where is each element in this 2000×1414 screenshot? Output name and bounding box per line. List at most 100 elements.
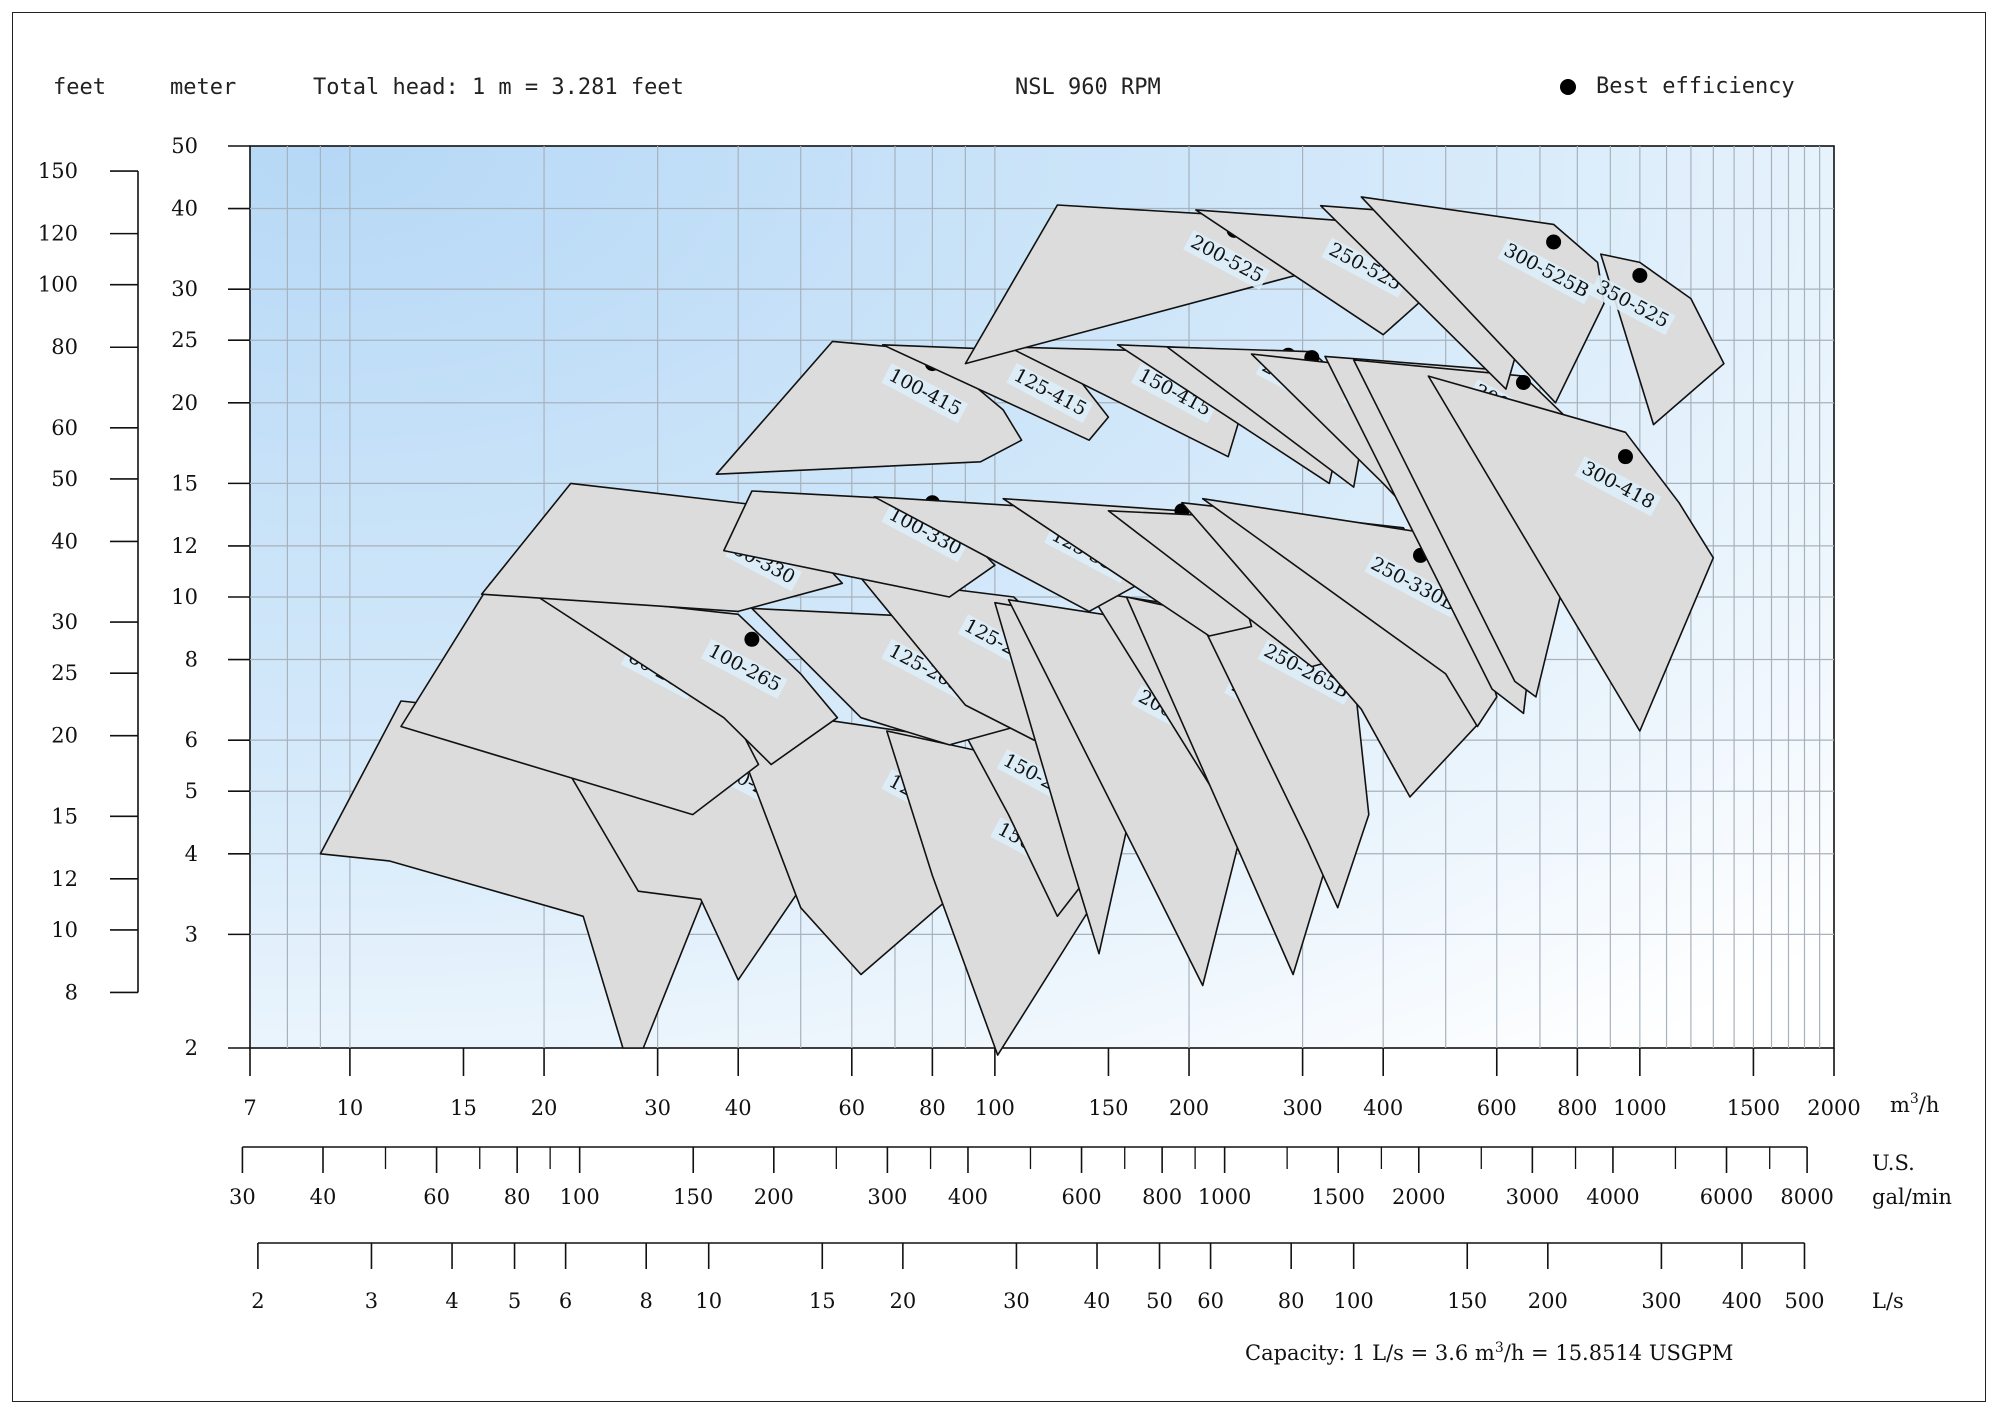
x-tick-label: 1500: [1727, 1096, 1780, 1120]
usgpm-tick-label: 150: [673, 1185, 713, 1209]
ls-tick-label: 200: [1528, 1289, 1568, 1313]
usgpm-unit-1: U.S.: [1872, 1151, 1915, 1175]
pump-label-bg: [1364, 552, 1462, 618]
ls-tick-label: 20: [889, 1289, 916, 1313]
pump-region-350-525: 350-525: [1588, 253, 1725, 426]
x-tick-label: 7: [243, 1096, 256, 1120]
usgpm-tick-label: 60: [423, 1185, 450, 1209]
usgpm-tick-label: 3000: [1506, 1185, 1559, 1209]
ls-tick-label: 6: [559, 1289, 572, 1313]
ls-tick-label: 2: [251, 1289, 264, 1313]
capacity-note-prefix: Capacity: 1 L/s = 3.6 m: [1245, 1341, 1495, 1365]
chart-frame: [12, 12, 1986, 1402]
usgpm-tick-label: 100: [560, 1185, 600, 1209]
ls-tick-label: 40: [1084, 1289, 1111, 1313]
x-unit-base: m: [1890, 1093, 1910, 1117]
pump-region-shape: [528, 590, 839, 766]
usgpm-unit-2: gal/min: [1872, 1185, 1952, 1209]
pump-label-bg: [1321, 237, 1409, 298]
pump-label-bg: [700, 638, 788, 699]
best-efficiency-point: [1632, 267, 1648, 283]
pump-regions: 80-215100-215125-215150-215150-215B80-26…: [319, 196, 1725, 1056]
x-tick-label: 150: [1088, 1096, 1128, 1120]
total-head-note: Total head: 1 m = 3.281 feet: [313, 75, 684, 100]
x-tick-label: 30: [644, 1096, 671, 1120]
x-tick-label: 100: [975, 1096, 1015, 1120]
ls-tick-label: 150: [1447, 1289, 1487, 1313]
pump-region-300-418: 300-418: [1427, 375, 1715, 732]
best-efficiency-point: [1617, 449, 1633, 465]
usgpm-tick-label: 2000: [1392, 1185, 1445, 1209]
x-axis-unit: m3/h: [1890, 1091, 1939, 1117]
usgpm-tick-label: 4000: [1586, 1185, 1639, 1209]
usgpm-tick-label: 30: [229, 1185, 256, 1209]
usgpm-tick-label: 300: [867, 1185, 907, 1209]
x-tick-label: 1000: [1613, 1096, 1666, 1120]
ls-tick-label: 80: [1278, 1289, 1305, 1313]
feet-tick-label: 40: [51, 529, 78, 553]
ls-tick-label: 15: [809, 1289, 836, 1313]
feet-tick-label: 15: [51, 804, 78, 828]
pump-label-bg: [1183, 229, 1270, 290]
x-unit-sup: 3: [1910, 1091, 1919, 1107]
feet-tick-label: 120: [38, 222, 78, 246]
pump-label-bg: [1006, 363, 1094, 424]
feet-tick-label: 10: [51, 918, 78, 942]
x-tick-label: 15: [450, 1096, 477, 1120]
x-tick-label: 20: [531, 1096, 558, 1120]
ls-tick-label: 30: [1003, 1289, 1030, 1313]
x-tick-label: 60: [838, 1096, 865, 1120]
feet-tick-label: 100: [38, 273, 78, 297]
ls-tick-label: 10: [695, 1289, 722, 1313]
pump-label-bg: [1574, 456, 1662, 517]
x-tick-label: 600: [1477, 1096, 1517, 1120]
x-tick-label: 40: [725, 1096, 752, 1120]
x-tick-label: 10: [337, 1096, 364, 1120]
ls-tick-label: 400: [1722, 1289, 1762, 1313]
x-tick-label: 800: [1557, 1096, 1597, 1120]
chart-title: NSL 960 RPM: [1015, 75, 1161, 100]
meter-tick-label: 8: [185, 648, 198, 672]
pump-region-shape: [1427, 375, 1715, 732]
best-efficiency-point: [1546, 234, 1562, 250]
capacity-note: Capacity: 1 L/s = 3.6 m3/h = 15.8514 USG…: [1245, 1340, 1733, 1365]
usgpm-tick-label: 1500: [1311, 1185, 1364, 1209]
best-efficiency-point: [744, 631, 760, 647]
x-tick-label: 80: [919, 1096, 946, 1120]
pump-label-bg: [1130, 363, 1218, 424]
ls-tick-label: 4: [445, 1289, 458, 1313]
meter-tick-label: 15: [171, 471, 198, 495]
usgpm-tick-label: 40: [310, 1185, 337, 1209]
meter-tick-label: 4: [185, 842, 198, 866]
feet-tick-label: 12: [51, 867, 78, 891]
feet-tick-label: 25: [51, 661, 78, 685]
pump-label-bg: [881, 638, 969, 699]
meter-tick-label: 12: [171, 534, 198, 558]
pump-label-bg: [1588, 275, 1676, 336]
pump-region-300-525B: 300-525B: [1360, 196, 1605, 404]
meter-tick-label: 40: [171, 197, 198, 221]
usgpm-tick-label: 400: [948, 1185, 988, 1209]
meter-tick-label: 20: [171, 391, 198, 415]
feet-tick-label: 150: [38, 159, 78, 183]
meter-tick-label: 3: [185, 922, 198, 946]
meter-tick-label: 30: [171, 277, 198, 301]
ls-tick-label: 8: [640, 1289, 653, 1313]
ls-tick-label: 100: [1334, 1289, 1374, 1313]
pump-label-bg: [1257, 639, 1355, 705]
usgpm-tick-label: 8000: [1780, 1185, 1833, 1209]
ls-tick-label: 5: [508, 1289, 521, 1313]
legend-best-efficiency: Best efficiency: [1596, 74, 1795, 99]
ls-tick-label: 500: [1784, 1289, 1824, 1313]
x-tick-label: 200: [1169, 1096, 1209, 1120]
ls-tick-label: 3: [365, 1289, 378, 1313]
ls-axis-unit: L/s: [1872, 1289, 1904, 1313]
capacity-note-suffix: /h = 15.8514 USGPM: [1503, 1341, 1734, 1365]
meter-tick-label: 2: [185, 1036, 198, 1060]
pump-label-bg: [1497, 238, 1595, 305]
x-tick-label: 400: [1363, 1096, 1403, 1120]
usgpm-tick-label: 600: [1061, 1185, 1101, 1209]
usgpm-tick-label: 200: [754, 1185, 794, 1209]
axes: 2345681012152025304050810121520253040506…: [38, 134, 1952, 1313]
